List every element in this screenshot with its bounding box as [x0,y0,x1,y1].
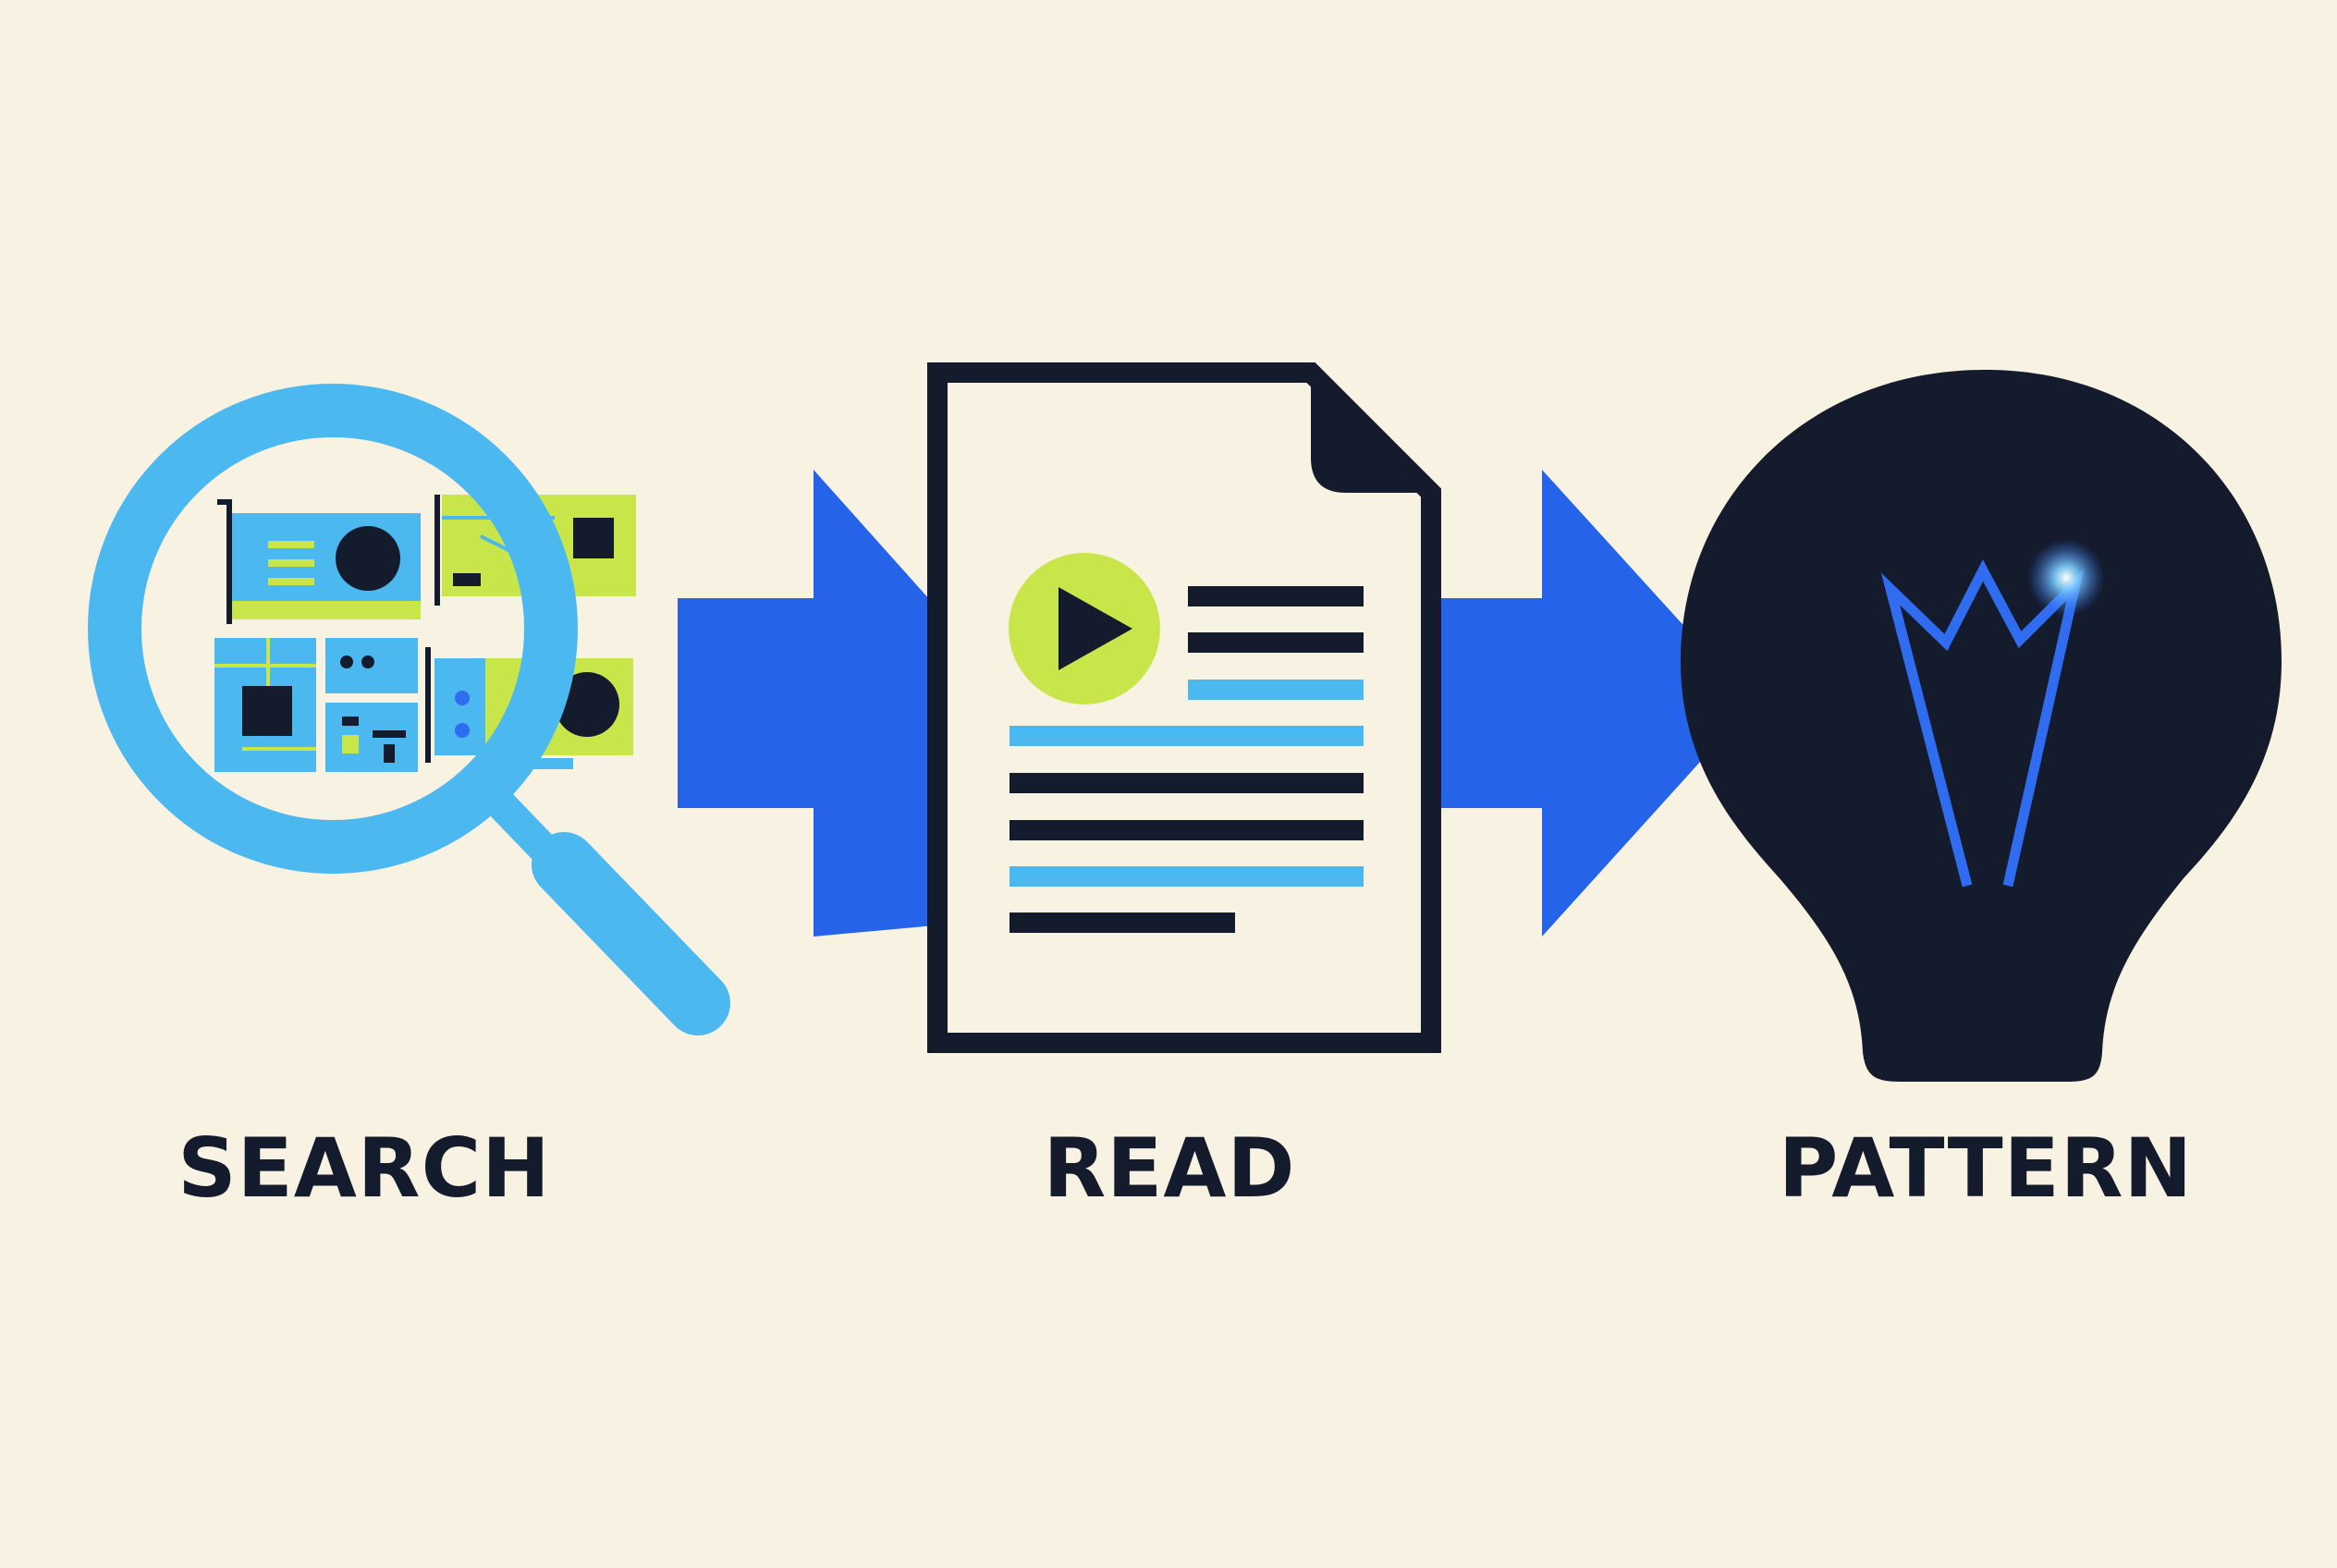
magnifier-lens-ring [88,384,578,874]
step-label-pattern: PATTERN [1778,1121,2194,1216]
step-label-read: READ [1043,1121,1296,1216]
arrow-right-icon [1428,470,1754,937]
arrow-right-icon [678,470,946,937]
magnifier-handle [483,787,561,866]
magnifier-over-circuit-boards-icon [88,384,730,1035]
document-with-play-button-icon [927,362,1441,1053]
lightbulb-icon [1681,370,2282,1082]
step-label-search: SEARCH [177,1121,551,1216]
